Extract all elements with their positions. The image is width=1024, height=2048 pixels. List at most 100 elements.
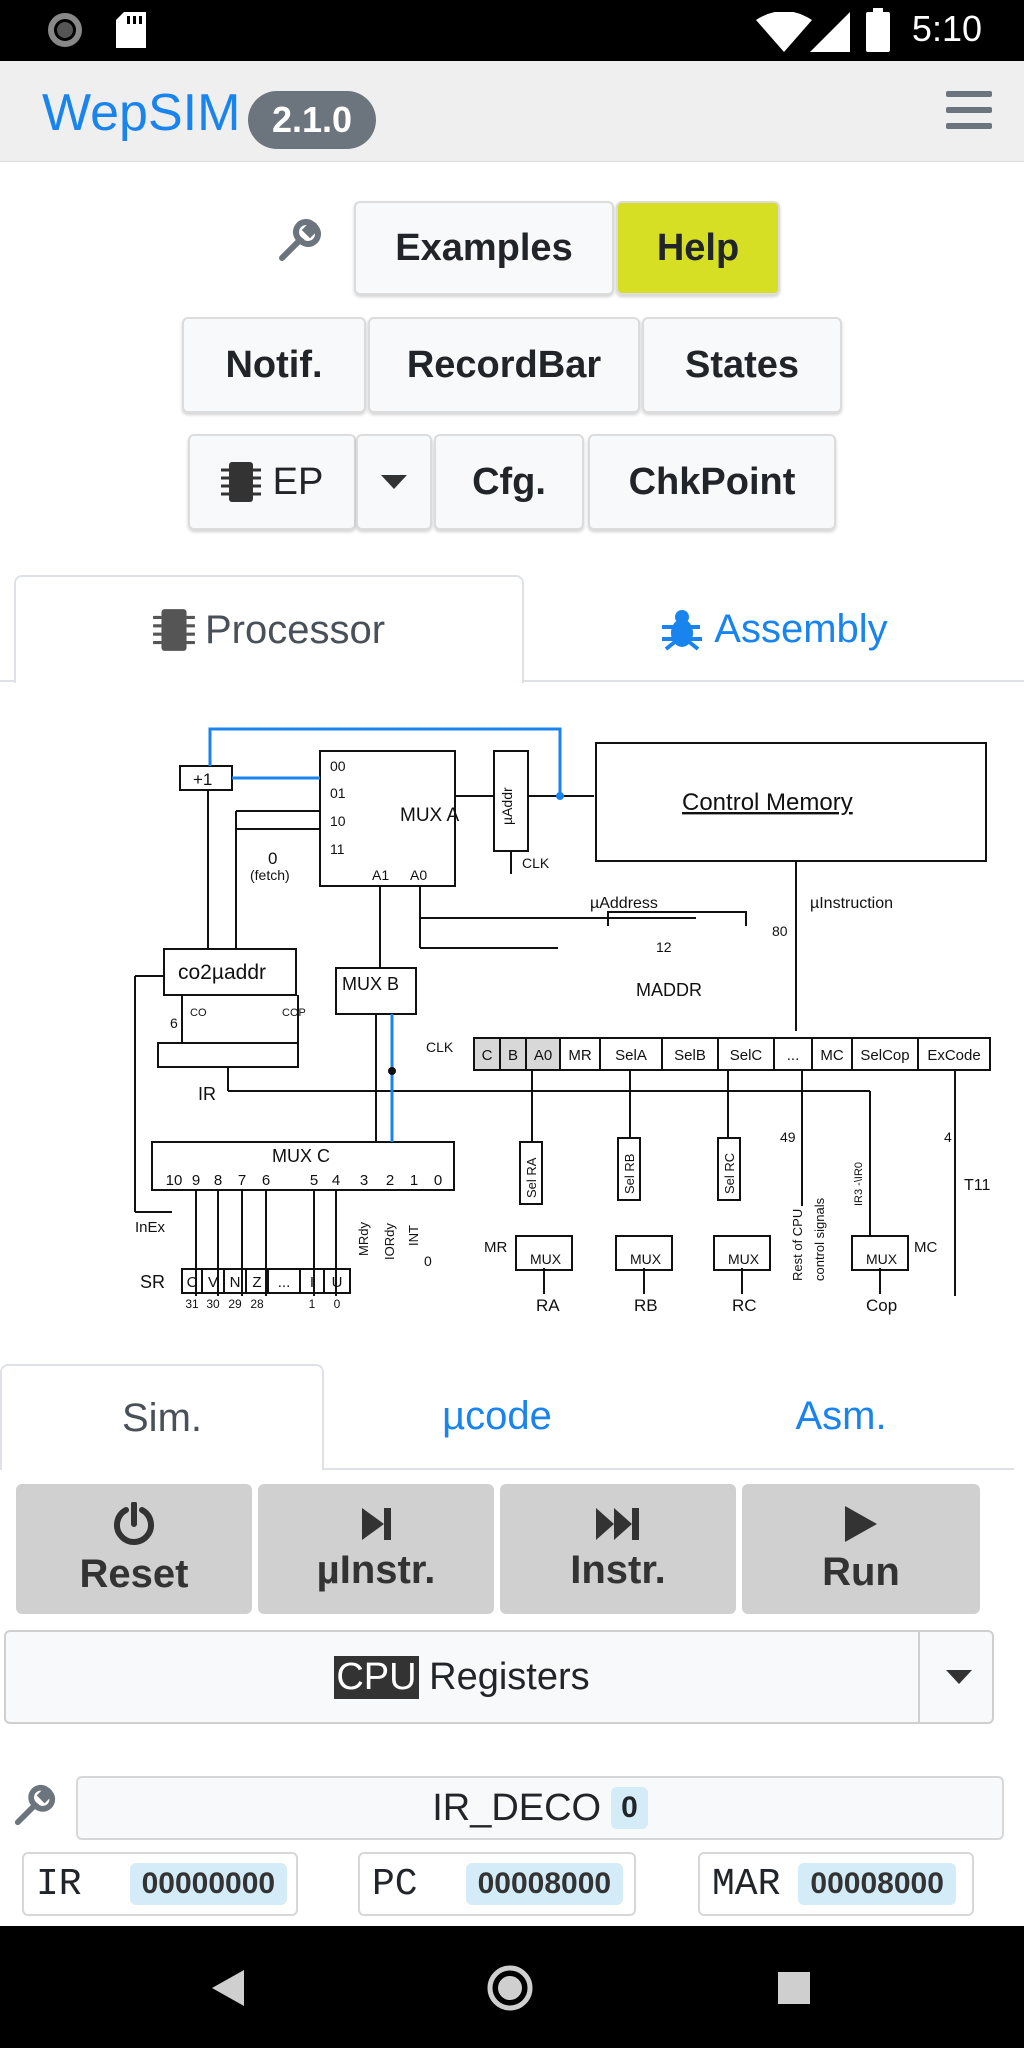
muxc-in-5: 5 — [310, 1172, 318, 1189]
tab-ucode[interactable]: µcode — [442, 1393, 552, 1438]
loading-icon — [48, 13, 82, 47]
mux-b-label: MUX B — [342, 974, 399, 994]
muxc-in-1: 1 — [410, 1172, 418, 1189]
system-navigation-bar — [0, 1926, 1024, 2048]
wifi-icon — [756, 12, 812, 52]
sr-flag-v: V — [208, 1274, 218, 1291]
field-a0: A0 — [534, 1047, 552, 1064]
output-ra: RA — [536, 1296, 560, 1315]
muxc-in-10: 10 — [166, 1172, 183, 1189]
register-mar-value: 00008000 — [798, 1863, 956, 1905]
tab-assembly-label: Assembly — [714, 606, 888, 651]
field-mr: MR — [568, 1047, 591, 1064]
back-icon[interactable] — [212, 1970, 244, 2006]
clock: 5:10 — [911, 8, 982, 49]
muxa-in-01: 01 — [330, 785, 346, 801]
iordy-label: IORdy — [382, 1223, 397, 1260]
field-c: C — [482, 1047, 493, 1064]
help-button[interactable]: Help — [616, 201, 780, 295]
register-pc[interactable]: PC 00008000 — [358, 1852, 636, 1916]
register-view-value: CPU Registers — [6, 1632, 918, 1722]
tab-processor-label: Processor — [204, 607, 386, 652]
field-sela: SelA — [615, 1047, 647, 1064]
app-header: WepSIM 2.1.0 — [0, 61, 1024, 162]
sr-bit-30: 30 — [206, 1297, 220, 1311]
wrench-icon[interactable] — [276, 216, 324, 264]
tab-asm[interactable]: Asm. — [795, 1393, 887, 1438]
uaddr-label: µAddr — [499, 787, 515, 825]
chkpoint-button[interactable]: ChkPoint — [588, 434, 836, 530]
sr-bit-29: 29 — [228, 1297, 242, 1311]
uaddress-label: µAddress — [590, 895, 658, 912]
muxc-in-6: 6 — [262, 1172, 270, 1189]
control-signals-label: control signals — [812, 1197, 827, 1281]
ep-button[interactable]: EP — [188, 434, 356, 530]
mux-c-label: MUX C — [272, 1146, 330, 1166]
examples-button[interactable]: Examples — [354, 201, 614, 295]
co2uaddr-label: co2µaddr — [178, 961, 266, 984]
sr-label: SR — [140, 1272, 165, 1292]
cfg-button[interactable]: Cfg. — [434, 434, 584, 530]
chip-icon — [153, 609, 195, 651]
recordbar-button[interactable]: RecordBar — [368, 317, 640, 413]
width-4: 4 — [944, 1129, 952, 1145]
recents-icon[interactable] — [778, 1972, 810, 2004]
register-mar[interactable]: MAR 00008000 — [698, 1852, 974, 1916]
mux-rc-label: MUX — [728, 1251, 760, 1267]
run-button[interactable]: Run — [742, 1484, 980, 1614]
home-icon[interactable] — [486, 1964, 534, 2012]
tab-sim[interactable]: Sim. — [0, 1364, 324, 1470]
clk-label-2: CLK — [426, 1039, 454, 1055]
plus1-label: +1 — [193, 770, 212, 789]
battery-icon — [866, 8, 890, 52]
tab-assembly[interactable]: Assembly — [524, 575, 1024, 683]
muxc-in-8: 8 — [214, 1172, 222, 1189]
caret-down-icon[interactable] — [946, 1670, 972, 1684]
reset-label: Reset — [79, 1551, 189, 1596]
chip-icon — [220, 462, 261, 502]
sr-bit-1: 1 — [309, 1297, 316, 1311]
mc-label: MC — [914, 1239, 937, 1256]
field-selc: SelC — [730, 1047, 763, 1064]
register-pc-value: 00008000 — [465, 1863, 624, 1905]
uinstr-button[interactable]: µInstr. — [258, 1484, 494, 1614]
sel-ra-label: Sel RA — [524, 1157, 539, 1198]
width-6: 6 — [170, 1015, 178, 1031]
reset-button[interactable]: Reset — [16, 1484, 252, 1614]
step-forward-icon — [362, 1507, 391, 1540]
processor-diagram: +1 MUX A Control Memory co2µaddr MUX B M… — [134, 727, 991, 1315]
mux-ra-label: MUX — [530, 1251, 562, 1267]
run-label: Run — [822, 1549, 900, 1594]
sel-rb-label: Sel RB — [622, 1154, 637, 1194]
fast-forward-icon — [596, 1507, 639, 1540]
muxa-sel-a0: A0 — [410, 867, 427, 883]
control-memory-label: Control Memory — [682, 789, 853, 816]
field-selb: SelB — [674, 1047, 706, 1064]
instr-button[interactable]: Instr. — [500, 1484, 736, 1614]
muxa-const-0: 0 — [268, 849, 277, 868]
width-80: 80 — [772, 923, 788, 939]
ir-deco-label: IR_DECO — [432, 1786, 602, 1829]
t11-label: T11 — [964, 1177, 990, 1194]
rest-cpu-label: Rest of CPU — [790, 1209, 805, 1281]
sr-flag-n: N — [230, 1274, 241, 1291]
brand-title[interactable]: WepSIM — [42, 84, 241, 142]
menu-icon[interactable] — [946, 91, 992, 131]
register-ir[interactable]: IR 00000000 — [22, 1852, 298, 1916]
instr-label: Instr. — [570, 1547, 666, 1592]
ir-deco-badge: 0 — [611, 1787, 648, 1829]
version-badge: 2.1.0 — [248, 91, 377, 149]
signal-icon — [810, 12, 850, 52]
ir-deco-button[interactable]: IR_DECO 0 — [76, 1776, 1004, 1840]
wrench-icon[interactable] — [12, 1782, 58, 1828]
ep-label: EP — [272, 460, 324, 503]
field-mc: MC — [820, 1047, 843, 1064]
ep-dropdown-button[interactable] — [356, 434, 432, 530]
power-icon — [114, 1501, 154, 1545]
width-49: 49 — [780, 1129, 796, 1145]
tab-processor[interactable]: Processor — [14, 575, 524, 683]
register-view-select[interactable]: CPU Registers — [4, 1630, 994, 1724]
maddr-label: MADDR — [636, 980, 702, 1000]
states-button[interactable]: States — [642, 317, 842, 413]
notif-button[interactable]: Notif. — [182, 317, 366, 413]
